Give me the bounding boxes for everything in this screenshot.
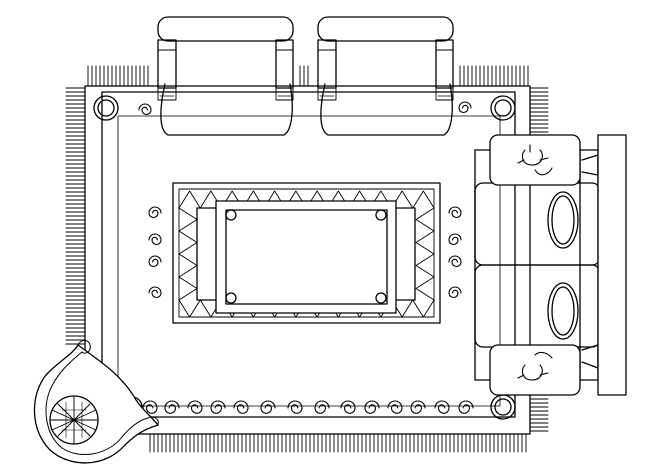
lamp-bottom	[581, 344, 599, 369]
side-table-top	[489, 134, 581, 186]
table-leg-tl	[225, 209, 237, 221]
console-table	[597, 134, 627, 396]
armchair-right	[317, 16, 454, 136]
lamp-top	[581, 154, 599, 176]
cushion-top	[547, 191, 579, 249]
floor-cushion	[49, 395, 99, 445]
rug-corner-medallion-tl	[93, 95, 119, 121]
table-leg-br	[375, 292, 387, 304]
rug-corner-medallion-tr	[490, 95, 516, 121]
sofa-seat-bottom	[474, 264, 601, 348]
rug-swirl-border	[138, 101, 474, 414]
rug-fringe	[65, 65, 549, 453]
rug-inner-line	[117, 115, 501, 407]
rug-outer-border	[84, 85, 531, 435]
rug	[65, 65, 549, 453]
coffee-table-top	[215, 200, 397, 314]
table-leg-bl	[225, 292, 237, 304]
coffee-table	[172, 182, 441, 324]
sofa-seat-top	[474, 182, 601, 266]
table-leg-tr	[375, 209, 387, 221]
armchair-left	[157, 16, 294, 136]
side-table-bottom	[489, 344, 581, 396]
cushion-bottom	[547, 282, 579, 340]
rug-corner-medallion-br	[490, 394, 516, 420]
rug-inner-border	[101, 91, 516, 418]
